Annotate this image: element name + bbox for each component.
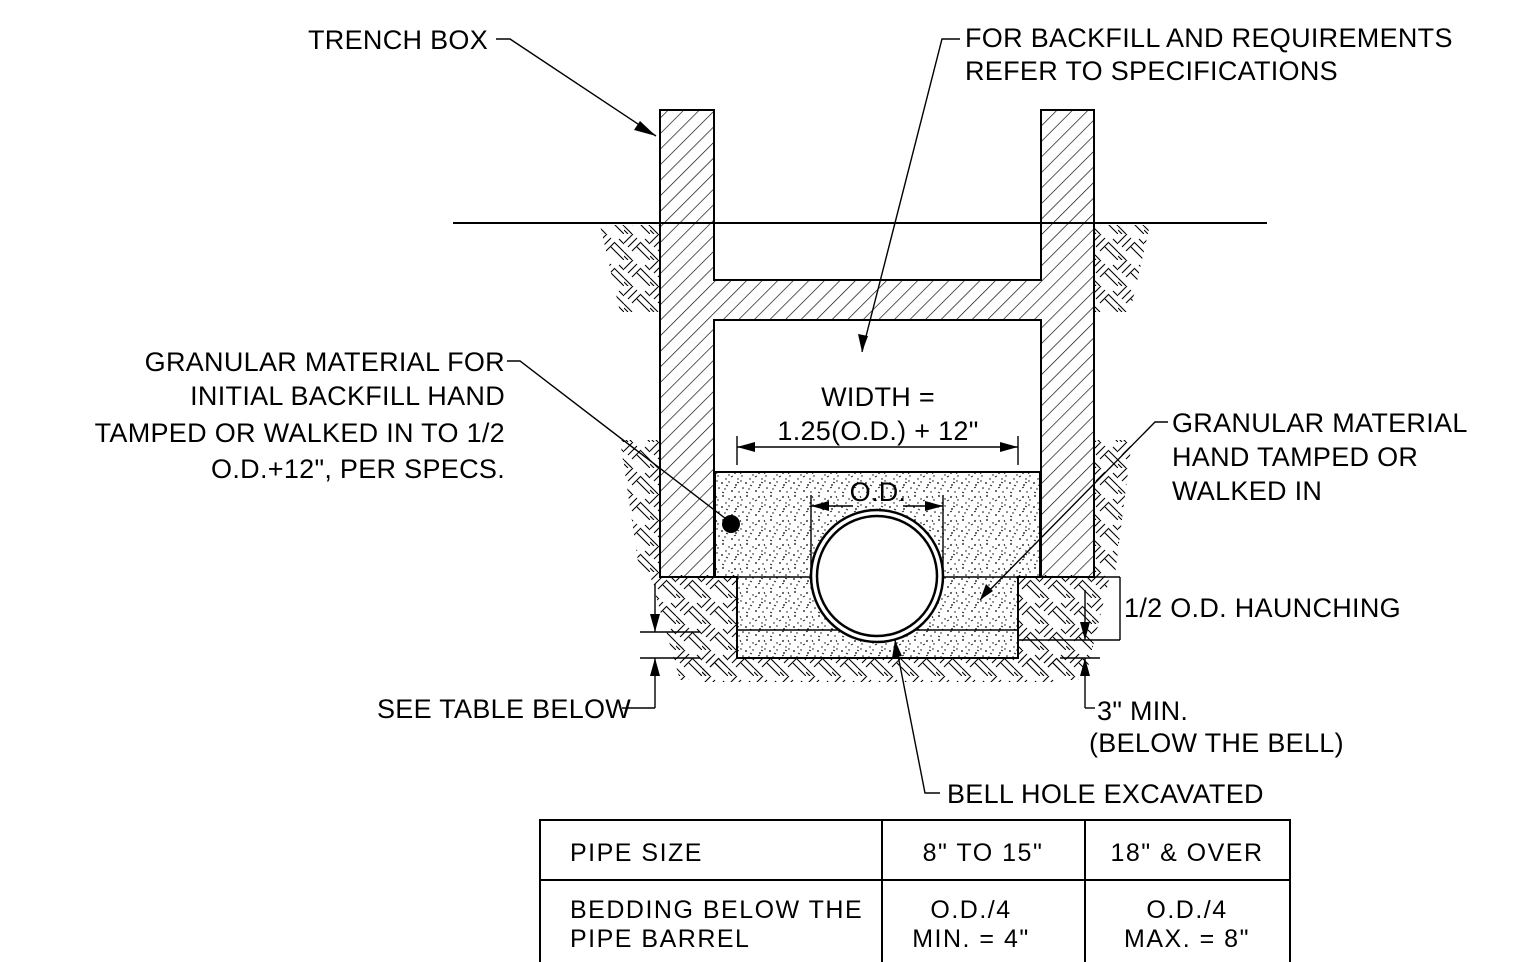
bedding-dimension [622,584,700,709]
table-header-large: 18" & OVER [1110,839,1263,867]
width-dimension [736,436,1019,465]
table-header-small: 8" TO 15" [923,839,1044,867]
table-large-value-line1: O.D./4 [1146,896,1227,924]
three-min-line2: (BELOW THE BELL) [1089,728,1344,758]
od-label: O.D. [850,477,907,507]
leader-lines [496,38,1168,794]
trench-box-label: TRENCH BOX [308,25,488,55]
table-header-pipe-size: PIPE SIZE [570,839,703,867]
table-row-label-line2: PIPE BARREL [570,925,750,953]
table-small-value-line2: MIN. = 4" [912,925,1030,953]
od-dimension [810,495,944,575]
bell-hole-label: BELL HOLE EXCAVATED [947,779,1264,809]
table-large-value-line2: MAX. = 8" [1124,925,1250,953]
granular-initial-line4: O.D.+12", PER SPECS. [211,454,505,484]
native-earth [600,225,1150,682]
granular-hand-line2: HAND TAMPED OR [1172,442,1418,472]
three-min-line1: 3" MIN. [1097,696,1188,726]
table-row-label-line1: BEDDING BELOW THE [570,896,863,924]
backfill-note-line2: REFER TO SPECIFICATIONS [965,56,1338,86]
granular-initial-line3: TAMPED OR WALKED IN TO 1/2 [95,418,505,448]
granular-initial-line2: INITIAL BACKFILL HAND [190,381,505,411]
width-label-line2: 1.25(O.D.) + 12" [777,416,978,446]
haunching-label: 1/2 O.D. HAUNCHING [1124,593,1401,623]
see-table-label: SEE TABLE BELOW [377,694,631,724]
pipe [809,508,945,644]
haunch-dimension [1018,576,1121,709]
granular-hand-line1: GRANULAR MATERIAL [1172,408,1468,438]
table-small-value-line1: O.D./4 [930,896,1011,924]
granular-hand-line3: WALKED IN [1172,476,1322,506]
bedding-table: PIPE SIZE 8" TO 15" 18" & OVER BEDDING B… [539,819,1291,962]
granular-bedding [660,471,1095,659]
granular-initial-line1: GRANULAR MATERIAL FOR [145,347,505,377]
width-label-line1: WIDTH = [821,382,935,412]
backfill-note-line1: FOR BACKFILL AND REQUIREMENTS [965,23,1453,53]
